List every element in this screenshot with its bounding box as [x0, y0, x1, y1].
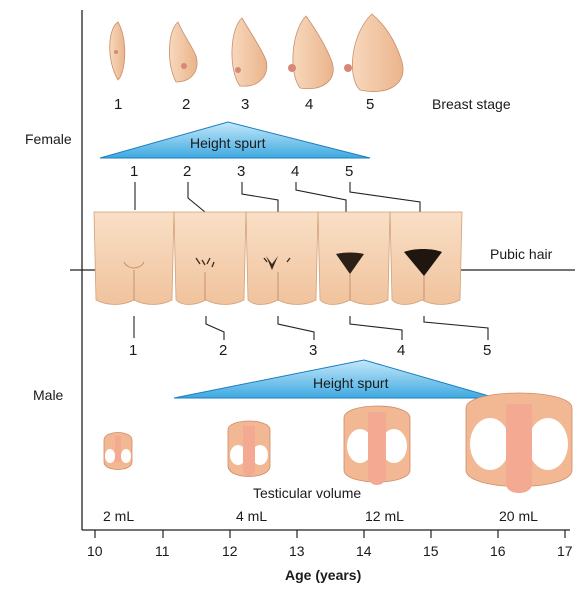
male-height-spurt-label: Height spurt	[313, 376, 388, 390]
x-tick-label: 13	[289, 544, 305, 558]
pubic-torso-1	[94, 212, 174, 305]
x-tick-label: 15	[423, 544, 439, 558]
male-pubic-stage-number: 5	[483, 343, 491, 358]
x-tick-label: 10	[87, 544, 103, 558]
breast-stage-4-illustration	[288, 16, 333, 89]
testicular-volume-value: 4 mL	[236, 509, 267, 523]
x-tick-label: 16	[490, 544, 506, 558]
female-pubic-stage-number: 5	[345, 164, 353, 179]
testicular-volume-value: 20 mL	[499, 509, 538, 523]
testis-12ml-illustration	[344, 406, 410, 485]
breast-stage-number: 5	[366, 97, 374, 112]
breast-stage-3-illustration	[232, 18, 267, 86]
testicular-volume-value: 2 mL	[103, 509, 134, 523]
testicular-volume-value: 12 mL	[365, 509, 404, 523]
pubic-torso-4	[318, 212, 390, 305]
pubic-hair-label: Pubic hair	[490, 247, 552, 261]
breast-stage-label: Breast stage	[432, 97, 511, 111]
male-pubic-stage-number: 3	[309, 343, 317, 358]
x-tick-label: 12	[222, 544, 238, 558]
x-tick-label: 11	[155, 544, 170, 558]
testis-20ml-illustration	[466, 393, 572, 493]
x-tick-label: 14	[356, 544, 372, 558]
female-pubic-stage-number: 4	[291, 164, 299, 179]
breast-stage-1-illustration	[110, 22, 125, 80]
breast-stage-number: 4	[305, 97, 313, 112]
female-pubic-stage-leaders	[135, 182, 420, 212]
male-pubic-stage-leaders	[134, 316, 488, 340]
x-tick-label: 17	[557, 544, 573, 558]
testis-4ml-illustration	[228, 421, 270, 477]
male-pubic-stage-number: 1	[129, 343, 137, 358]
testicular-volume-label: Testicular volume	[253, 486, 361, 500]
breast-stage-number: 2	[182, 97, 190, 112]
breast-stage-5-illustration	[344, 14, 403, 92]
female-pubic-stage-number: 2	[183, 164, 191, 179]
pubic-torso-3	[246, 212, 318, 305]
x-ticks	[95, 530, 565, 538]
female-pubic-stage-number: 3	[237, 164, 245, 179]
female-label: Female	[25, 132, 72, 146]
pubic-torso-5	[390, 212, 462, 305]
breast-stage-number: 3	[241, 97, 249, 112]
testis-2ml-illustration	[104, 433, 132, 470]
pubic-torso-2	[174, 212, 246, 305]
breast-stage-number: 1	[114, 97, 122, 112]
breast-stage-2-illustration	[169, 22, 197, 82]
female-pubic-stage-number: 1	[130, 164, 138, 179]
female-height-spurt-label: Height spurt	[190, 136, 265, 150]
x-axis-title: Age (years)	[285, 568, 361, 582]
male-label: Male	[33, 388, 63, 402]
male-pubic-stage-number: 2	[219, 343, 227, 358]
male-pubic-stage-number: 4	[397, 343, 405, 358]
